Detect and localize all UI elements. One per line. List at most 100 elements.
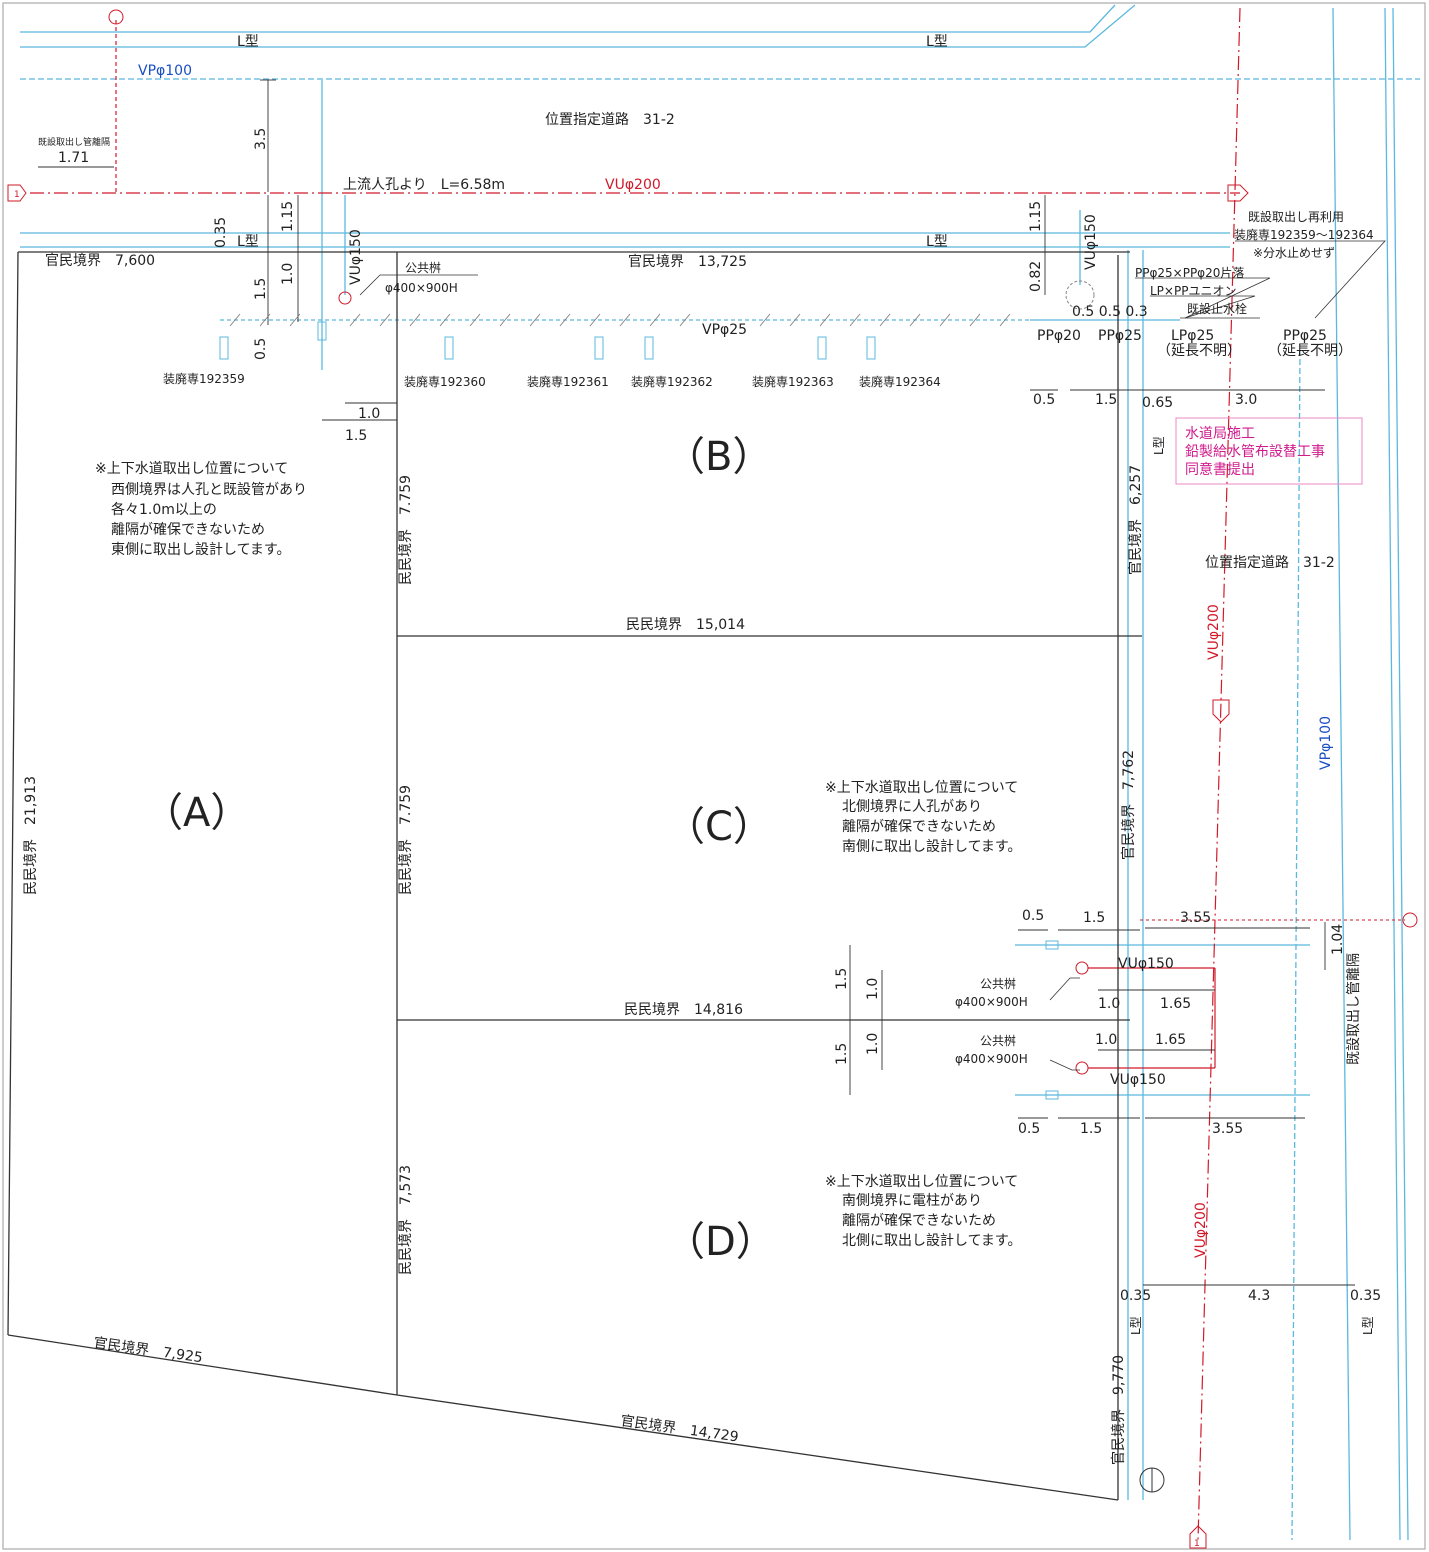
reuse-label-1: 既設取出し再利用 bbox=[1248, 209, 1344, 224]
note-c-1: ※上下水道取出し位置について bbox=[825, 780, 1018, 796]
dim-15f: 1.5 bbox=[834, 1043, 850, 1065]
dim-115a: 1.15 bbox=[280, 201, 296, 232]
dimension-lines bbox=[38, 79, 1355, 1286]
lp25-unknown: （延長不明） bbox=[1157, 343, 1241, 359]
road-east-label: 位置指定道路 31-2 bbox=[1205, 555, 1335, 571]
vu150-d-label: VUφ150 bbox=[1110, 1072, 1166, 1088]
note-b-5: 東側に取出し設計してます。 bbox=[111, 542, 290, 558]
lpxpp-label: LP×PPユニオン bbox=[1150, 284, 1236, 298]
east-line-4 bbox=[1384, 7, 1401, 1541]
marker-west: 1 bbox=[7, 184, 27, 202]
masu-d bbox=[1075, 1061, 1089, 1075]
l-type-label-7: L型 bbox=[1361, 1316, 1375, 1335]
leader-lines bbox=[359, 240, 1386, 1071]
pp25-unknown: （延長不明） bbox=[1268, 343, 1352, 359]
dim-10b: 1.0 bbox=[358, 406, 380, 422]
device-6: 装廃専192364 bbox=[859, 374, 941, 389]
kanmin-14729: 官民境界 14,729 bbox=[619, 1413, 739, 1445]
note-b-3: 各々1.0m以上の bbox=[111, 502, 217, 518]
existing-sep-small-label: 既設取出し管離隔 bbox=[38, 136, 110, 148]
dim-10c: 1.0 bbox=[865, 978, 881, 1000]
lot-a: （A） bbox=[143, 790, 250, 836]
vu150-c-label: VUφ150 bbox=[1118, 956, 1174, 972]
lot-boundaries bbox=[7, 251, 1142, 1501]
dim-43: 4.3 bbox=[1248, 1288, 1270, 1304]
marker-east bbox=[1227, 184, 1249, 202]
dim-05d: 0.5 bbox=[1018, 1121, 1040, 1137]
dim-05b: 0.5 bbox=[1033, 392, 1055, 408]
dim-15c: 1.5 bbox=[1095, 392, 1117, 408]
marker-mid bbox=[1212, 699, 1230, 723]
l-type-label-2: L型 bbox=[926, 34, 948, 50]
dim-10e: 1.0 bbox=[865, 1033, 881, 1055]
vu200-north-label: VUφ200 bbox=[605, 177, 661, 193]
dim-035b: 0.35 bbox=[1120, 1288, 1151, 1304]
masu-d-label1: 公共桝 bbox=[980, 1033, 1016, 1048]
dim-035: 0.35 bbox=[213, 217, 229, 248]
minmin-15014: 民民境界 15,014 bbox=[626, 617, 745, 633]
vp100-east-label: VPφ100 bbox=[1318, 716, 1334, 770]
water-lines bbox=[20, 4, 1420, 1541]
kanmin-7762: 官民境界 7,762 bbox=[1121, 750, 1137, 860]
kanmin-9770: 官民境界 9,770 bbox=[1111, 1355, 1127, 1465]
lot-b: （B） bbox=[665, 434, 772, 480]
masu-north-label2: φ400×900H bbox=[385, 281, 458, 295]
note-b-1: ※上下水道取出し位置について bbox=[95, 461, 288, 477]
pp20-label: PPφ20 bbox=[1037, 328, 1081, 344]
marker-south-label: 1 bbox=[1194, 1539, 1200, 1549]
dim-355a: 3.55 bbox=[1180, 910, 1211, 926]
dim-115b: 1.15 bbox=[1028, 201, 1044, 232]
note-b-4: 離隔が確保できないため bbox=[111, 521, 265, 538]
dim-15a: 1.5 bbox=[253, 278, 269, 300]
dim-165b: 1.65 bbox=[1155, 1032, 1186, 1048]
dim-30: 3.0 bbox=[1235, 392, 1257, 408]
l-type-label-5: L型 bbox=[1152, 436, 1166, 455]
vp25-label: VPφ25 bbox=[702, 322, 747, 338]
vu150-north-label: VUφ150 bbox=[348, 229, 364, 285]
pink-note-box bbox=[1175, 417, 1363, 485]
masu-c bbox=[1075, 961, 1089, 975]
dim-171: 1.71 bbox=[58, 150, 89, 166]
kanmin-7925: 官民境界 7,925 bbox=[92, 1335, 203, 1366]
device-5: 装廃専192363 bbox=[752, 374, 834, 389]
pink-note-1: 水道局施工 bbox=[1185, 426, 1255, 442]
marker-west-label: 1 bbox=[14, 190, 20, 200]
marker-south: 1 bbox=[1189, 1525, 1207, 1549]
dim-15e: 1.5 bbox=[834, 968, 850, 990]
device-2: 装廃専192360 bbox=[404, 374, 486, 389]
reuse-label-2: 装廃専192359～192364 bbox=[1234, 227, 1374, 242]
masu-north-label1: 公共桝 bbox=[405, 260, 441, 275]
sewer-lines bbox=[30, 7, 1241, 1541]
dim-035c: 0.35 bbox=[1350, 1288, 1381, 1304]
vp100-north-label: VPφ100 bbox=[138, 63, 192, 79]
vp25-hatch bbox=[229, 313, 1011, 327]
l-type-label-1: L型 bbox=[237, 34, 259, 50]
dim-165a: 1.65 bbox=[1160, 996, 1191, 1012]
minmin-7759a: 民民境界 7.759 bbox=[398, 475, 414, 585]
dim-082: 0.82 bbox=[1028, 261, 1044, 292]
dim-05a: 0.5 bbox=[253, 338, 269, 360]
note-c-3: 離隔が確保できないため bbox=[842, 818, 996, 835]
pp25-label-2: PPφ25 bbox=[1283, 328, 1327, 344]
dim-104: 1.04 bbox=[1330, 924, 1346, 955]
l-type-label-6: L型 bbox=[1129, 1316, 1143, 1335]
dim-065: 0.65 bbox=[1142, 395, 1173, 411]
pp25-label-1: PPφ25 bbox=[1098, 328, 1142, 344]
masu-north bbox=[338, 291, 352, 305]
note-c-2: 北側境界に人孔があり bbox=[842, 799, 982, 815]
l-type-label-4: L型 bbox=[926, 234, 948, 250]
minmin-7759b: 民民境界 7.759 bbox=[398, 785, 414, 895]
dim-10d: 1.0 bbox=[1098, 996, 1120, 1012]
kanmin-13725: 官民境界 13,725 bbox=[628, 254, 747, 270]
vu200-east-label-2: VUφ200 bbox=[1193, 1202, 1209, 1258]
masu-c-label1: 公共桝 bbox=[980, 976, 1016, 991]
kanmin-7600: 官民境界 7,600 bbox=[45, 253, 155, 269]
existing-sep-label: 既設取出し管離隔 bbox=[1345, 953, 1362, 1065]
dim-10f: 1.0 bbox=[1095, 1032, 1117, 1048]
dim-35: 3.5 bbox=[253, 128, 269, 150]
l-type-north-1 bbox=[20, 4, 1116, 33]
lot-d: （D） bbox=[665, 1219, 776, 1265]
